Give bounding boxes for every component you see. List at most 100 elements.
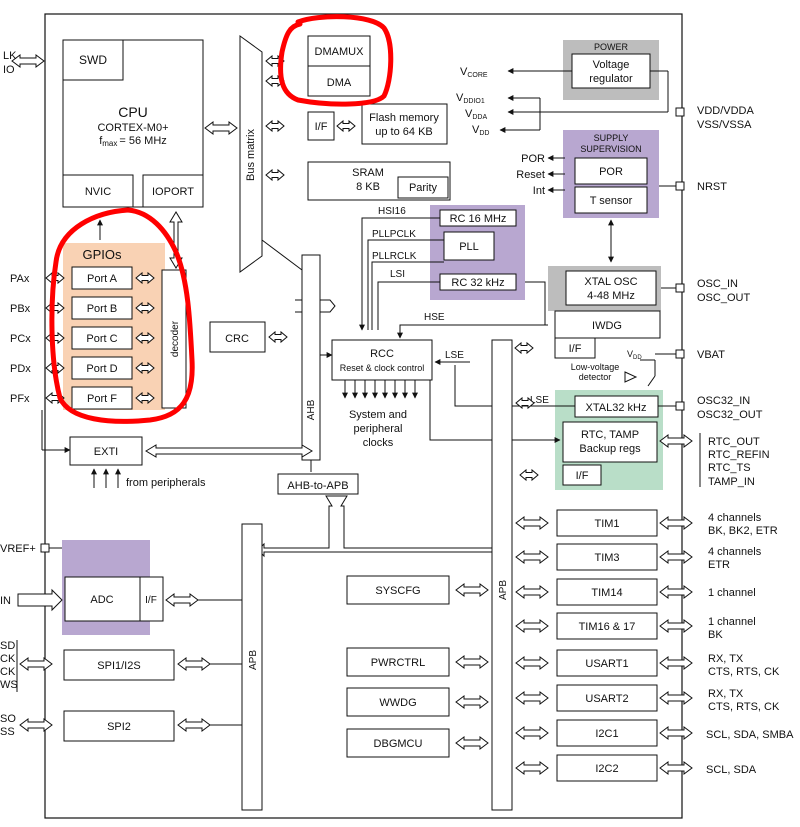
por-label: POR [599, 166, 623, 178]
pin-pbx: PBx [10, 303, 31, 315]
rtc-line1: RTC, TAMP [581, 429, 639, 441]
dbgmcu-box [346, 728, 450, 758]
pin-osc-in: OSC_IN [697, 278, 738, 290]
spi1-pin-3: WS [0, 679, 18, 691]
tim3-label: TIM3 [594, 552, 619, 564]
rcc-clock-outputs [342, 380, 418, 399]
vddio1-label: VDDIO1 [456, 92, 485, 105]
por-box [574, 157, 648, 185]
wwdg-box [346, 687, 450, 717]
spi2-pin-0: SO [0, 713, 16, 725]
port-c-box [71, 326, 133, 350]
sram-title: SRAM [352, 167, 384, 179]
port-f-box [71, 386, 133, 410]
vdd-label: VDD [472, 124, 489, 137]
iwdg-if-label: I/F [569, 343, 582, 355]
usart1-box [556, 649, 658, 677]
timer-tim3: TIM3 4 channels ETR [515, 543, 762, 571]
spi2-box [63, 710, 175, 742]
syscfg-box [346, 575, 450, 605]
pin-osc-square [675, 283, 685, 293]
port-a-label: Port A [87, 273, 118, 285]
flash-size: up to 64 KB [375, 126, 433, 138]
tim14-box [556, 578, 658, 606]
i2c2-out1: SCL, SDA [706, 764, 757, 776]
pin-osc32-out: OSC32_OUT [697, 409, 763, 421]
port-d-box [71, 356, 133, 380]
rcc-subtitle: Reset & clock control [340, 363, 425, 373]
chip-outline [44, 13, 683, 819]
i2c1-box [556, 719, 658, 747]
timer-tim16-17: TIM16 & 17 1 channel BK [515, 612, 756, 641]
ahb-label: AHB [306, 399, 317, 420]
nvic-label: NVIC [85, 186, 111, 198]
rtc-box [562, 421, 658, 463]
spi1-pin-2: CK [0, 666, 16, 678]
adc-if-box [139, 576, 164, 622]
pin-vdd-vdda: VDD/VDDA [697, 105, 755, 117]
flash-box [361, 103, 448, 145]
annotation-circle-gpio [49, 207, 195, 424]
out-reset: Reset [516, 169, 545, 181]
dma-label: DMA [327, 77, 352, 89]
port-b-box [71, 296, 133, 320]
cpu-core: CORTEX-M0+ [97, 122, 168, 134]
sram-size: 8 KB [356, 181, 380, 193]
vdda-label: VDDA [465, 108, 487, 121]
vdd-small-label: VDD [627, 349, 642, 361]
vcore-label: VCORE [460, 66, 488, 79]
pin-vref-square [40, 543, 50, 553]
swd-box [62, 39, 124, 81]
rcc-title: RCC [370, 348, 394, 360]
wwdg-label: WWDG [379, 697, 416, 709]
usart1-label: USART1 [585, 658, 628, 670]
timer-tim1: TIM1 4 channels BK, BK2, ETR [515, 509, 778, 537]
usart2-box [556, 684, 658, 712]
dmamux-box [307, 35, 371, 67]
spi1-box [63, 649, 175, 681]
pllpclk-label: PLLPCLK [372, 229, 416, 240]
lsi-label: LSI [390, 269, 405, 280]
usart2-out1: RX, TX [708, 688, 744, 700]
pll-box [443, 231, 495, 261]
xtal-osc-box [565, 270, 657, 306]
tim1-box [556, 509, 658, 537]
swd-label: SWD [79, 53, 107, 67]
annotation-circle-dma [278, 14, 394, 107]
tim14-label: TIM14 [591, 587, 622, 599]
pin-vbat: VBAT [697, 349, 725, 361]
usart1-out1: RX, TX [708, 653, 744, 665]
supervision-title1: SUPPLY [594, 133, 629, 143]
parity-label: Parity [409, 182, 438, 194]
crc-box [209, 321, 266, 353]
dbgmcu-label: DBGMCU [374, 738, 423, 750]
pin-adc-in: IN [0, 595, 11, 607]
tim1-label: TIM1 [594, 518, 619, 530]
flash-title: Flash memory [369, 112, 439, 124]
pin-pax: PAx [10, 273, 30, 285]
pin-vss-vssa: VSS/VSSA [697, 119, 752, 131]
timer-tim14: TIM14 1 channel [515, 578, 756, 606]
out-por: POR [521, 153, 545, 165]
tim16-label: TIM16 & 17 [579, 621, 636, 633]
apb-right-bus [491, 339, 513, 811]
dmamux-label: DMAMUX [315, 46, 365, 58]
exti-label: EXTI [94, 446, 118, 458]
i2c1-label: I2C1 [595, 728, 618, 740]
i2c1-out1: SCL, SDA, SMBA [706, 729, 794, 741]
port-b-label: Port B [87, 303, 118, 315]
out-int: Int [533, 185, 545, 197]
usart1-block: USART1 RX, TX CTS, RTS, CK [515, 649, 780, 678]
hse-label: HSE [424, 312, 445, 323]
rc16-label: RC 16 MHz [450, 213, 507, 225]
port-d-label: Port D [86, 363, 117, 375]
i2c2-block: I2C2 SCL, SDA [515, 754, 757, 782]
tim3-out1: 4 channels [708, 546, 762, 558]
exti-box [69, 436, 143, 466]
decoder-box [161, 269, 187, 409]
usart1-out2: CTS, RTS, CK [708, 666, 780, 678]
spi2-pin-1: SS [0, 726, 15, 738]
sys-clocks-line2: peripheral [354, 423, 403, 435]
cpu-title: CPU [118, 104, 148, 120]
